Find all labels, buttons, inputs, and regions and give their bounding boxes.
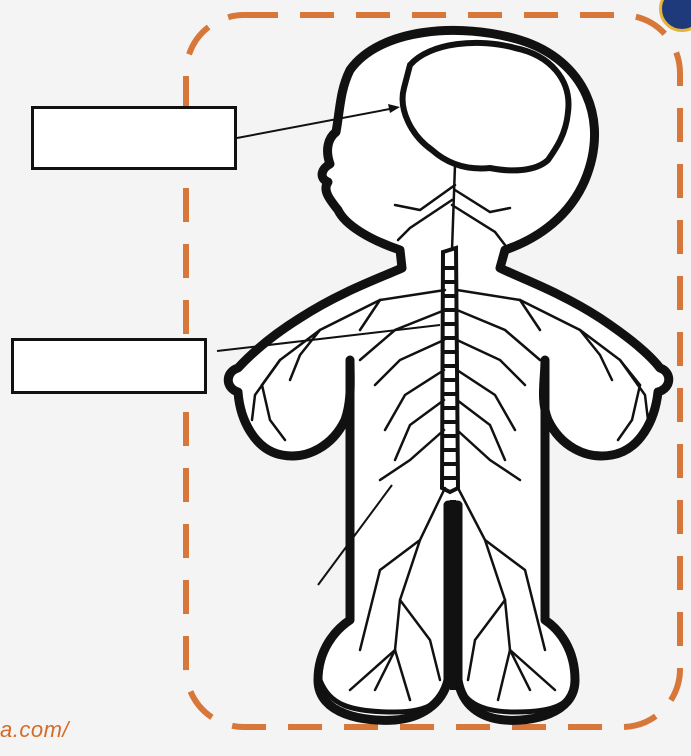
label-box-brain[interactable]: [31, 106, 237, 170]
website-watermark: a.com/: [0, 717, 69, 743]
label-box-spinal-cord[interactable]: [11, 338, 207, 394]
